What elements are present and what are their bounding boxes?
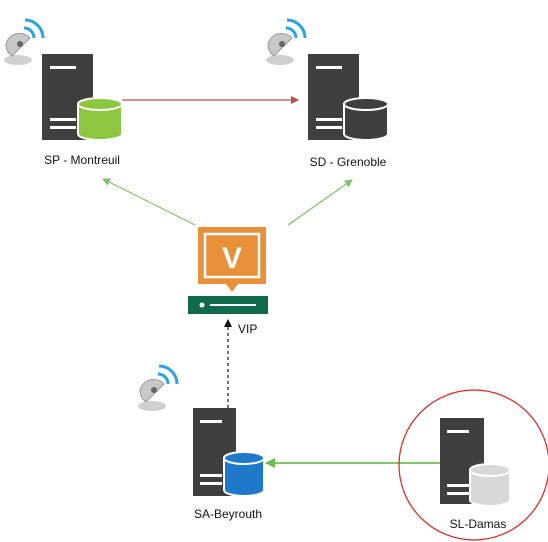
- database-icon: [77, 97, 123, 141]
- wifi-dish-icon: [4, 18, 45, 65]
- node-label: SP - Montreuil: [44, 153, 120, 167]
- edge-vip-to-sp: [102, 178, 196, 226]
- network-appliance-icon: [188, 296, 268, 314]
- database-icon: [469, 463, 511, 507]
- node-label: SA-Beyrouth: [194, 507, 262, 521]
- wifi-dish-icon: [266, 18, 307, 65]
- veeam-logo-icon: V: [198, 227, 266, 292]
- node-sp-montreuil[interactable]: SP - Montreuil: [4, 18, 123, 167]
- node-sd-grenoble[interactable]: SD - Grenoble: [266, 18, 389, 169]
- node-label: SD - Grenoble: [310, 155, 387, 169]
- vip-node[interactable]: V VIP: [188, 227, 268, 336]
- node-sa-beyrouth[interactable]: SA-Beyrouth: [138, 364, 265, 521]
- wifi-dish-icon: [138, 364, 179, 411]
- node-sl-damas[interactable]: SL-Damas: [398, 389, 548, 541]
- database-icon: [223, 451, 265, 497]
- node-label: SL-Damas: [450, 517, 507, 531]
- database-icon: [343, 97, 389, 141]
- logo-letter: V: [222, 242, 242, 275]
- edge-vip-to-sd: [287, 179, 353, 226]
- vip-label: VIP: [238, 322, 257, 336]
- highlight-circle: [398, 389, 548, 541]
